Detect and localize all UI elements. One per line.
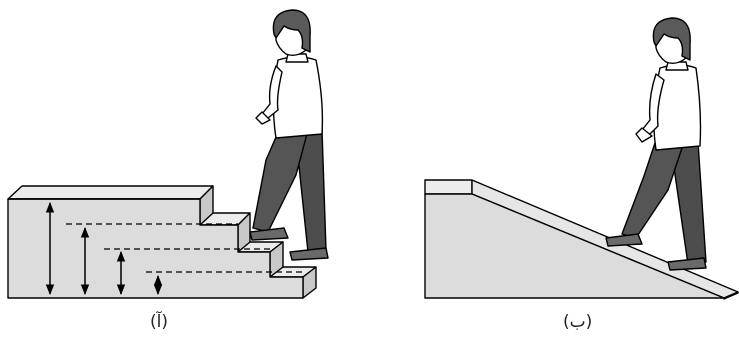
panel-b-caption: (ب) [563, 312, 593, 332]
ramp-top-slab [424, 179, 473, 195]
stair-top-slab [7, 185, 214, 226]
panel-a-caption: (آ) [150, 312, 168, 332]
person-climbing-ramp-icon [605, 17, 707, 271]
height-arrows [45, 201, 163, 296]
height-guides [66, 223, 303, 273]
person-climbing-stairs-icon [249, 9, 329, 261]
ramp-front-face [424, 193, 725, 299]
